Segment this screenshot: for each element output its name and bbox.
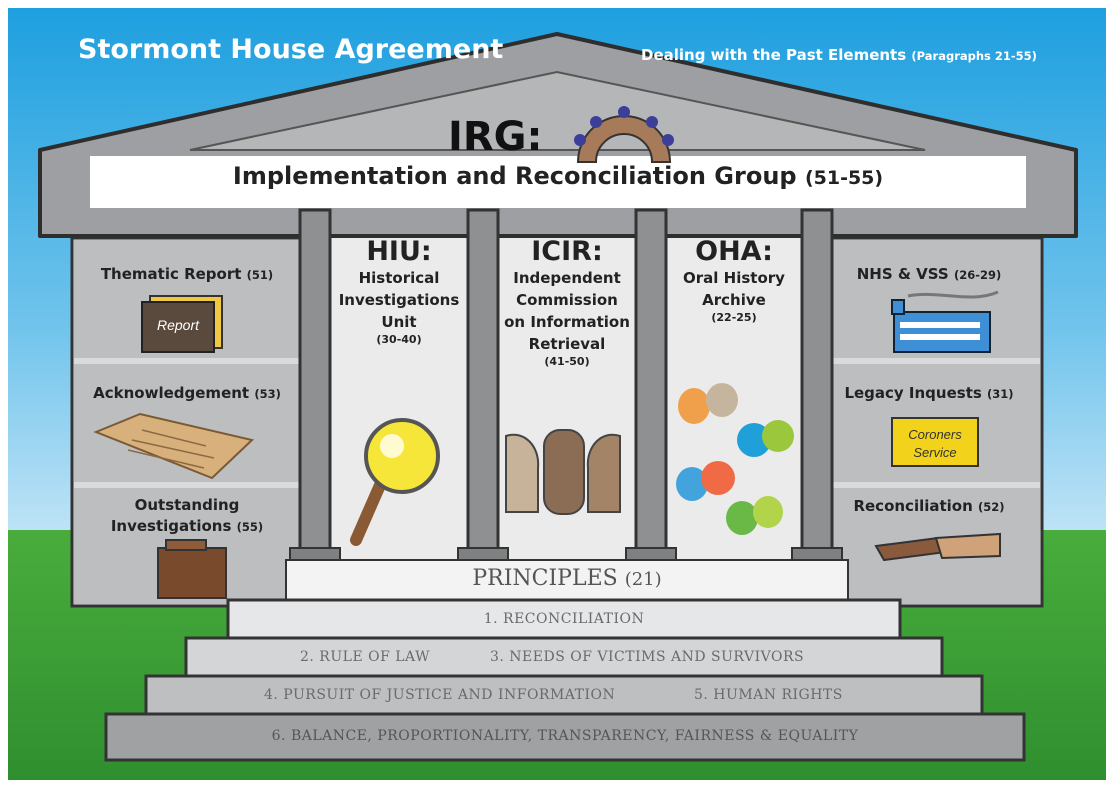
legacy-inquests-ref: (31) bbox=[987, 387, 1014, 401]
nhs-vss-text: NHS & VSS bbox=[856, 265, 949, 283]
principles-ref: (21) bbox=[624, 569, 662, 590]
subtitle-text: Dealing with the Past Elements bbox=[641, 46, 907, 64]
scroll-icon bbox=[93, 412, 255, 480]
folder-icon bbox=[157, 539, 227, 599]
faces-icon bbox=[505, 429, 621, 515]
hiu-ref: (30-40) bbox=[376, 333, 422, 346]
outstanding-line-1: Outstanding bbox=[134, 496, 240, 514]
principle-2: 2. RULE OF LAW bbox=[300, 649, 430, 665]
outstanding-investigations-label: Outstanding Investigations (55) bbox=[76, 495, 298, 538]
page-subtitle: Dealing with the Past Elements (Paragrap… bbox=[641, 46, 1037, 64]
sign-icon: Coroners Service bbox=[891, 417, 979, 467]
legacy-inquests-text: Legacy Inquests bbox=[844, 384, 982, 402]
acknowledgement-ref: (53) bbox=[254, 387, 281, 401]
hiu-line-3: Unit bbox=[381, 313, 417, 331]
oha-line-2: Archive bbox=[702, 291, 766, 309]
column-2 bbox=[457, 208, 509, 563]
icir-line-3: on Information bbox=[504, 313, 630, 331]
principle-6: 6. BALANCE, PROPORTIONALITY, TRANSPARENC… bbox=[271, 728, 859, 744]
irg-ref: (51-55) bbox=[804, 167, 884, 189]
handshake-icon bbox=[874, 532, 1001, 562]
sign-line-2: Service bbox=[913, 445, 956, 460]
icir-column-text: ICIR: Independent Commission on Informat… bbox=[498, 236, 636, 368]
report-book-text: Report bbox=[157, 317, 200, 333]
speech-bubbles-icon bbox=[676, 383, 794, 535]
building-icon bbox=[891, 290, 999, 353]
principles-title-text: PRINCIPLES bbox=[472, 566, 618, 591]
acknowledgement-text: Acknowledgement bbox=[93, 384, 250, 402]
reconciliation-ref: (52) bbox=[978, 500, 1005, 514]
column-1 bbox=[289, 208, 341, 563]
icir-line-1: Independent bbox=[513, 269, 621, 287]
nhs-vss-label: NHS & VSS (26-29) bbox=[820, 264, 1038, 286]
step-4 bbox=[104, 712, 1026, 762]
oha-column-text: OHA: Oral History Archive (22-25) bbox=[666, 236, 802, 324]
principles-slab bbox=[285, 559, 849, 605]
step-3 bbox=[144, 674, 984, 716]
outstanding-line-2: Investigations (55) bbox=[76, 516, 298, 538]
principle-4: 4. PURSUIT OF JUSTICE AND INFORMATION bbox=[264, 687, 616, 703]
hiu-column-text: HIU: Historical Investigations Unit (30-… bbox=[332, 236, 466, 346]
hiu-line-2: Investigations bbox=[338, 291, 460, 309]
hiu-abbr: HIU: bbox=[366, 236, 432, 267]
acknowledgement-label: Acknowledgement (53) bbox=[76, 383, 298, 405]
magnifying-glass-icon bbox=[350, 418, 440, 546]
irg-abbr: IRG: bbox=[448, 114, 543, 160]
oha-line-1: Oral History bbox=[683, 269, 785, 287]
report-book-icon: Report bbox=[141, 295, 223, 353]
thematic-report-text: Thematic Report bbox=[100, 265, 242, 283]
icir-ref: (41-50) bbox=[544, 355, 590, 368]
reconciliation-label: Reconciliation (52) bbox=[820, 496, 1038, 518]
principles-title: PRINCIPLES (21) bbox=[286, 566, 848, 591]
principle-1: 1. RECONCILIATION bbox=[483, 611, 645, 627]
outstanding-ref: (55) bbox=[236, 520, 264, 534]
step-2 bbox=[184, 636, 944, 678]
thematic-report-ref: (51) bbox=[246, 268, 274, 282]
irg-full-text: Implementation and Reconciliation Group bbox=[232, 162, 797, 190]
sign-line-1: Coroners bbox=[908, 427, 962, 442]
reconciliation-text: Reconciliation bbox=[853, 497, 973, 515]
irg-full-title: Implementation and Reconciliation Group … bbox=[90, 162, 1026, 190]
oha-ref: (22-25) bbox=[711, 311, 757, 324]
column-4 bbox=[791, 208, 843, 563]
subtitle-ref: (Paragraphs 21-55) bbox=[911, 49, 1037, 63]
irg-banner bbox=[90, 156, 1026, 208]
icir-line-2: Commission bbox=[516, 291, 618, 309]
principle-3: 3. NEEDS OF VICTIMS AND SURVIVORS bbox=[490, 649, 805, 665]
oha-abbr: OHA: bbox=[695, 236, 773, 267]
principle-5: 5. HUMAN RIGHTS bbox=[694, 687, 843, 703]
step-1 bbox=[226, 598, 902, 640]
legacy-inquests-label: Legacy Inquests (31) bbox=[820, 383, 1038, 405]
pediment-tympanum bbox=[189, 70, 926, 151]
outstanding-line-2-text: Investigations bbox=[110, 517, 232, 535]
hiu-line-1: Historical bbox=[358, 269, 440, 287]
thematic-report-label: Thematic Report (51) bbox=[76, 264, 298, 286]
nhs-vss-ref: (26-29) bbox=[953, 268, 1002, 282]
icir-abbr: ICIR: bbox=[531, 236, 603, 267]
page-title: Stormont House Agreement bbox=[78, 34, 504, 65]
round-table-icon bbox=[574, 106, 674, 163]
icir-line-4: Retrieval bbox=[528, 335, 606, 353]
